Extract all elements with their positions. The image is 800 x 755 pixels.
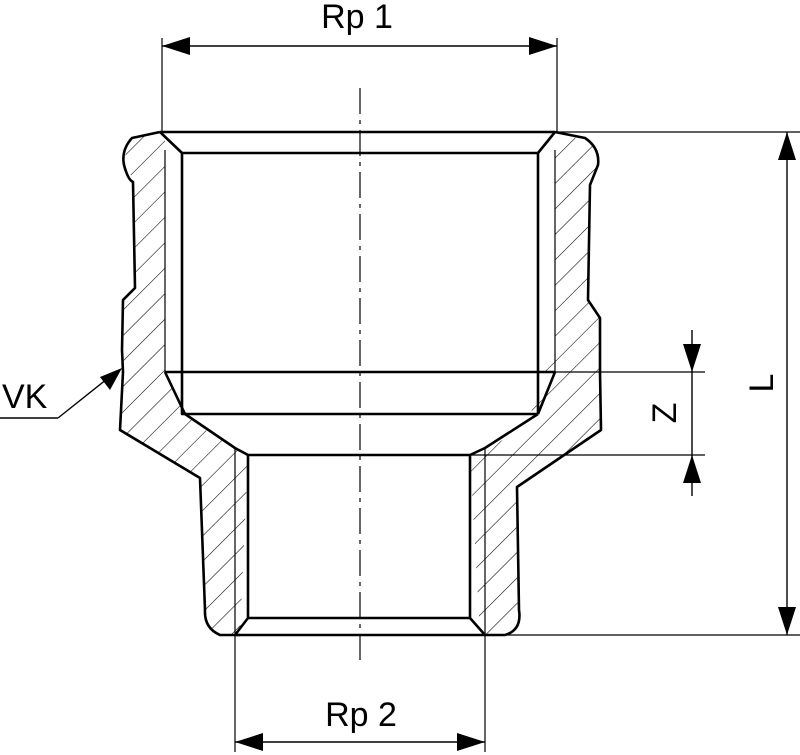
outer-contour-right	[485, 130, 603, 637]
vk-label: VK	[2, 378, 48, 416]
right-wall-section	[470, 132, 600, 635]
l-label: L	[743, 374, 781, 393]
rp2-label: Rp 2	[325, 696, 397, 734]
vk-leader	[0, 368, 122, 419]
outer-contour-left	[118, 130, 240, 637]
z-label: Z	[646, 403, 684, 424]
left-wall-section	[120, 132, 248, 635]
z-dimension	[470, 330, 705, 496]
rp1-label: Rp 1	[321, 0, 393, 36]
thread-end-taper	[163, 371, 557, 415]
l-dimension	[485, 131, 800, 636]
rp1-dimension	[161, 37, 558, 132]
rp2-dimension	[234, 635, 486, 752]
